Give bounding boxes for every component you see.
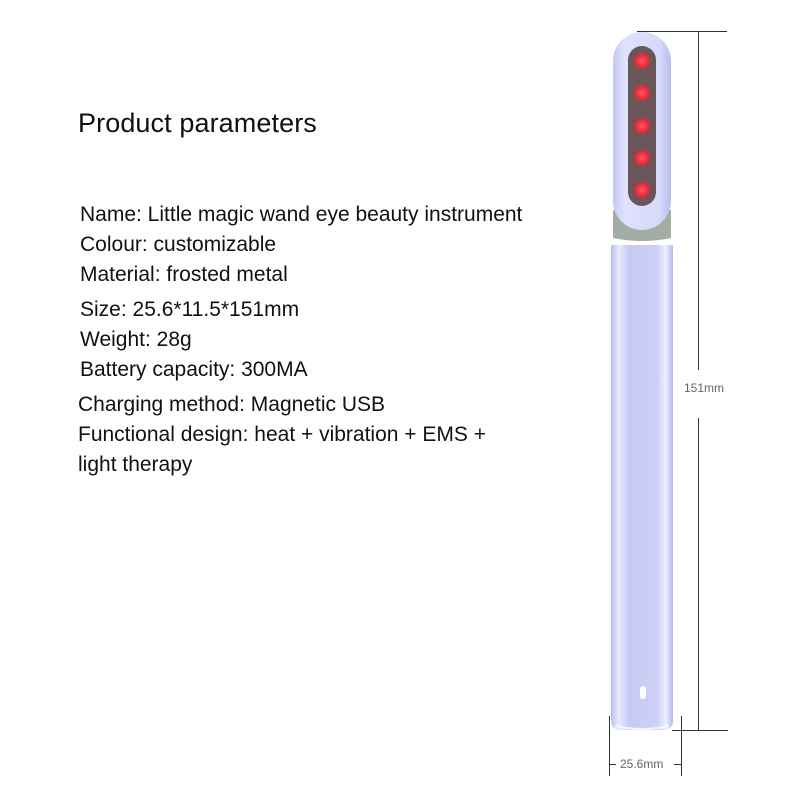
param-colour: Colour: customizable [80, 233, 277, 256]
dimension-width-right-tick [681, 716, 682, 776]
param-functional-cont: light therapy [78, 453, 193, 476]
height-dimension-label: 151mm [684, 381, 725, 395]
dimension-width-line-left [609, 764, 616, 765]
led-lights [633, 52, 651, 199]
param-name: Name: Little magic wand eye beauty instr… [80, 203, 523, 226]
param-charging: Charging method: Magnetic USB [78, 393, 385, 416]
param-functional: Functional design: heat + vibration + EM… [78, 423, 486, 446]
dimension-height-line-upper [698, 31, 699, 370]
dimension-bottom-line [672, 730, 728, 731]
page-title: Product parameters [78, 108, 317, 138]
param-weight: Weight: 28g [80, 328, 192, 351]
dimension-height-line-lower [698, 418, 699, 730]
width-dimension-label: 25.6mm [620, 757, 664, 771]
param-material: Material: frosted metal [80, 263, 288, 286]
product-wand-image [609, 30, 675, 732]
dimension-top-line [637, 31, 727, 32]
wand-illustration [611, 32, 673, 730]
param-size: Size: 25.6*11.5*151mm [80, 298, 300, 321]
dimension-width-line-right [674, 764, 681, 765]
dimension-width-left-tick [609, 716, 610, 776]
param-battery: Battery capacity: 300MA [80, 358, 308, 381]
